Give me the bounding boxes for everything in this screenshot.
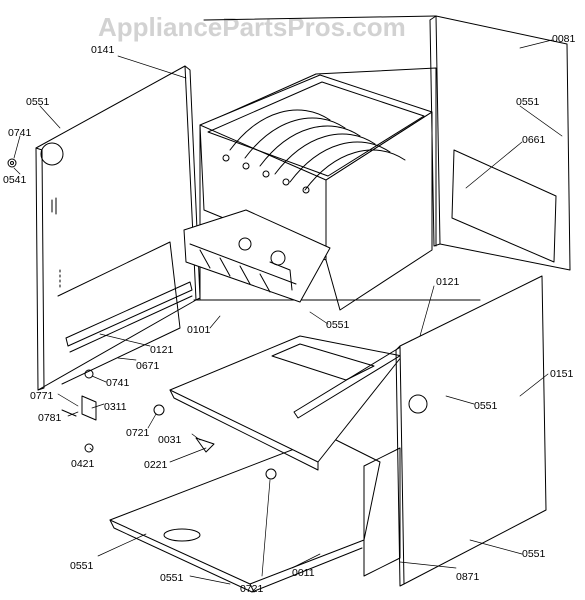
callout-0141: 0141	[91, 44, 115, 56]
callout-0541: 0541	[3, 174, 27, 186]
callout-0421: 0421	[71, 458, 95, 470]
callout-0661: 0661	[522, 134, 546, 146]
lower-front-panel	[363, 447, 401, 577]
left-lower-panel	[57, 241, 181, 385]
callout-0551: 0551	[26, 96, 50, 108]
callout-0081: 0081	[552, 33, 576, 45]
callout-0781: 0781	[38, 412, 62, 424]
callout-0031: 0031	[158, 434, 182, 446]
callout-0551: 0551	[474, 400, 498, 412]
callout-0101: 0101	[187, 324, 211, 336]
callout-0771: 0771	[30, 390, 54, 402]
callout-0011: 0011	[292, 567, 315, 579]
callout-0551: 0551	[516, 96, 540, 108]
callout-0121: 0121	[150, 344, 174, 356]
callout-0151: 0151	[550, 368, 574, 380]
callout-0551: 0551	[70, 560, 94, 572]
base-tray	[109, 435, 381, 593]
callout-0311: 0311	[104, 401, 127, 413]
callout-0671: 0671	[136, 360, 160, 372]
callout-0741: 0741	[106, 377, 130, 389]
left-rail	[65, 281, 193, 353]
callout-0721: 0721	[126, 427, 150, 439]
leader-lines	[13, 39, 563, 585]
callout-0551: 0551	[160, 572, 184, 584]
callout-0121: 0121	[436, 276, 460, 288]
callout-0551: 0551	[522, 548, 546, 560]
callout-0551: 0551	[326, 319, 350, 331]
heat-exchanger	[199, 74, 433, 311]
hardware-parts	[7, 158, 277, 480]
left-side-panel	[35, 65, 201, 391]
callout-0221: 0221	[144, 459, 168, 471]
callout-0871: 0871	[456, 571, 480, 583]
callout-0741: 0741	[8, 127, 32, 139]
right-side-panel	[395, 275, 547, 587]
callout-0721: 0721	[240, 583, 264, 595]
burner-assembly	[183, 209, 331, 303]
